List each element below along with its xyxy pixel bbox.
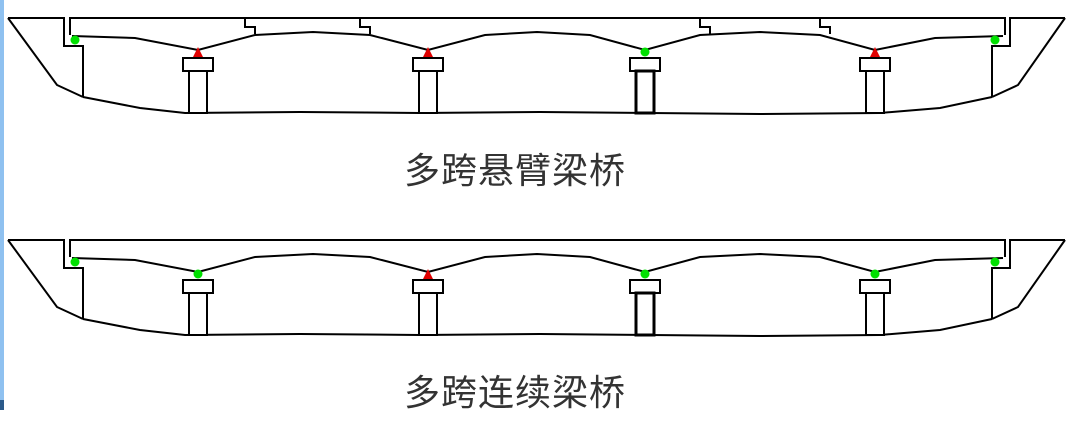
pier-column [418,70,438,114]
fixed-bearing-icon [423,47,433,57]
movable-bearing-icon [870,269,880,279]
pier-column [188,70,208,114]
pier-cap [412,279,444,294]
movable-bearing-icon [640,47,650,57]
right-embankment [991,239,1066,320]
pier-cap [859,57,891,72]
pier-cap [182,279,214,294]
hinge-joint [699,18,711,34]
left-abutment [8,17,84,97]
fixed-bearing-icon [193,47,203,57]
slide-edge-marker [0,400,4,410]
pier-cap [412,57,444,72]
pier-column [188,292,208,336]
left-embankment [7,239,84,320]
right-embankment [991,17,1066,98]
deck-top [69,239,1006,257]
caption-cantilever-bridge: 多跨悬臂梁桥 [403,151,626,192]
deck-soffit [71,252,1004,274]
deck-top [69,17,1006,35]
pier-cap [182,57,214,72]
right-abutment [991,239,1065,319]
pier-cap [859,279,891,294]
pier-column [634,291,656,337]
movable-bearing-icon [990,257,1000,267]
hinge-joint [244,18,256,34]
pier-cap [629,279,661,294]
movable-bearing-icon [70,257,80,267]
pier-column [865,70,885,114]
movable-bearing-icon [70,35,80,45]
left-abutment [8,239,84,319]
ground-line [82,96,993,116]
pier-column [634,69,656,115]
pier-column [865,292,885,336]
ground-line [82,318,993,338]
deck-soffit [71,30,1004,52]
left-embankment [7,17,84,98]
right-abutment [991,17,1065,97]
movable-bearing-icon [640,269,650,279]
fixed-bearing-icon [423,269,433,279]
slide-edge-bar [0,0,4,400]
movable-bearing-icon [990,35,1000,45]
movable-bearing-icon [193,269,203,279]
fixed-bearing-icon [870,47,880,57]
caption-continuous-bridge: 多跨连续梁桥 [403,373,626,414]
pier-cap [629,57,661,72]
pier-column [418,292,438,336]
hinge-joint [819,18,831,34]
hinge-joint [359,18,371,34]
